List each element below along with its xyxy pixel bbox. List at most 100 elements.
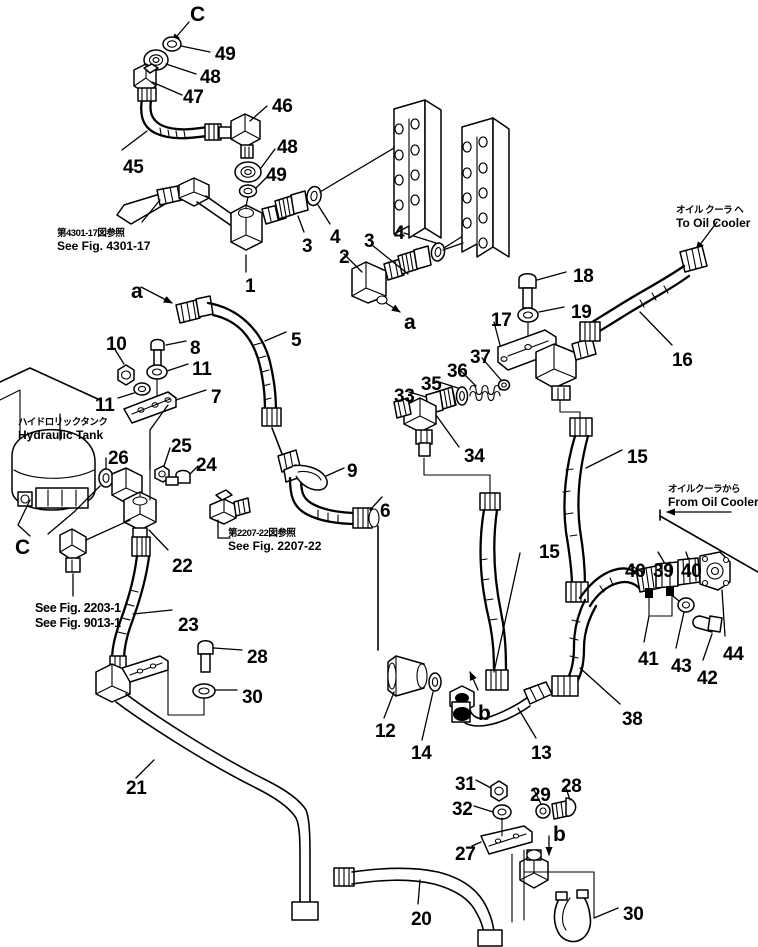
callout-n49b: 49: [266, 165, 287, 186]
caption-jp: ハイドロリックタンク: [18, 417, 108, 428]
from-oil-cooler-indicator: [659, 508, 758, 573]
callout-n44: 44: [723, 644, 744, 665]
assembly-22: [47, 447, 251, 597]
callout-n3a: 3: [302, 236, 313, 257]
hose-16: [579, 221, 718, 346]
callout-n45: 45: [123, 157, 144, 178]
callout-n20: 20: [411, 909, 432, 930]
callout-n6: 6: [380, 501, 391, 522]
callout-n15b: 15: [539, 542, 560, 563]
callout-n48a: 48: [200, 67, 221, 88]
callout-n38: 38: [622, 709, 643, 730]
callout-n40a: 40: [625, 561, 646, 582]
callout-n11a: 11: [192, 359, 212, 380]
callout-c-top: C: [190, 3, 205, 26]
callout-n4a: 4: [330, 227, 341, 248]
callout-n42: 42: [697, 668, 718, 689]
callout-n46: 46: [272, 96, 293, 117]
callout-n28b: 28: [561, 776, 582, 797]
callout-n28a: 28: [247, 647, 268, 668]
callout-n36: 36: [447, 361, 468, 382]
caption-line-1: See Fig. 2203-1: [35, 601, 121, 615]
callout-c-left: C: [15, 536, 30, 559]
callout-n22: 22: [172, 556, 193, 577]
pipe-20: [333, 867, 503, 947]
callout-n33: 33: [394, 386, 415, 407]
callout-n10: 10: [106, 334, 127, 355]
callout-n19: 19: [571, 302, 592, 323]
callout-n23: 23: [178, 615, 199, 636]
callout-n30b: 30: [623, 904, 644, 925]
callout-n48b: 48: [277, 137, 298, 158]
bracket-assembly-7: [113, 338, 207, 471]
callout-b-lower: b: [553, 823, 566, 846]
hose-23-pipe-21: [95, 536, 319, 921]
callout-n41: 41: [638, 649, 659, 670]
callout-n40b: 40: [681, 561, 702, 582]
hoses-15: [479, 417, 623, 691]
caption-line-2: See Fig. 9013-1: [35, 616, 121, 631]
assembly-tee-1: [116, 144, 467, 313]
callout-n15a: 15: [627, 447, 648, 468]
elbow-block-2: [343, 253, 405, 313]
caption-en: Hydraulic Tank: [18, 428, 104, 443]
callout-a-right: a: [404, 311, 416, 334]
assembly-12-13-14: [383, 655, 553, 741]
callout-n1: 1: [245, 276, 256, 297]
caption-en: See Fig. 2207-22: [228, 539, 322, 554]
callout-n4b: 4: [394, 223, 405, 244]
callout-n13: 13: [531, 743, 552, 764]
callout-n26: 26: [108, 448, 129, 469]
caption-jp: オイル クーラ ヘ: [676, 205, 744, 216]
manifold-assembly: [393, 271, 597, 494]
callout-n27: 27: [455, 844, 476, 865]
caption-jp: 第4301-17図参照: [57, 228, 125, 239]
callout-b-upper: b: [478, 702, 491, 725]
callout-n2: 2: [339, 247, 350, 268]
callout-n3b: 3: [364, 231, 375, 252]
hydraulic-tank: [0, 367, 101, 537]
callout-n31: 31: [455, 774, 476, 795]
callout-n8: 8: [190, 338, 201, 359]
callout-n24: 24: [196, 455, 217, 476]
mounting-plates: [393, 99, 510, 258]
nipple-3a: [274, 190, 309, 233]
assembly-top-left: [121, 21, 276, 207]
callout-n7: 7: [211, 387, 222, 408]
callout-n30a: 30: [242, 687, 263, 708]
caption-en: From Oil Cooler: [668, 495, 758, 510]
hose-5: [140, 286, 287, 460]
callout-n14: 14: [411, 743, 432, 764]
callout-n49a: 49: [215, 44, 236, 65]
callout-a-left: a: [131, 280, 143, 303]
hose-6-and-clamp-9: [277, 449, 383, 651]
nipple-3b: [371, 244, 432, 275]
assembly-27-32: [471, 779, 619, 943]
callout-n9: 9: [347, 461, 358, 482]
caption-jp: 第2207-22図参照: [228, 528, 296, 539]
assembly-38-44: [551, 551, 731, 705]
callout-n35: 35: [421, 374, 442, 395]
callout-n29: 29: [530, 785, 551, 806]
callout-n16: 16: [672, 350, 693, 371]
callout-n5: 5: [291, 330, 302, 351]
callout-n12: 12: [375, 721, 396, 742]
callout-n34: 34: [464, 446, 485, 467]
callout-n39: 39: [653, 561, 674, 582]
callout-n25: 25: [171, 436, 192, 457]
callout-n32: 32: [452, 799, 473, 820]
callout-n43: 43: [671, 656, 692, 677]
callout-n37: 37: [470, 347, 491, 368]
callout-n18: 18: [573, 266, 594, 287]
caption-en: See Fig. 4301-17: [57, 239, 151, 254]
caption-en: To Oil Cooler: [676, 216, 751, 231]
callout-n47: 47: [183, 87, 204, 108]
callout-n17: 17: [491, 310, 512, 331]
